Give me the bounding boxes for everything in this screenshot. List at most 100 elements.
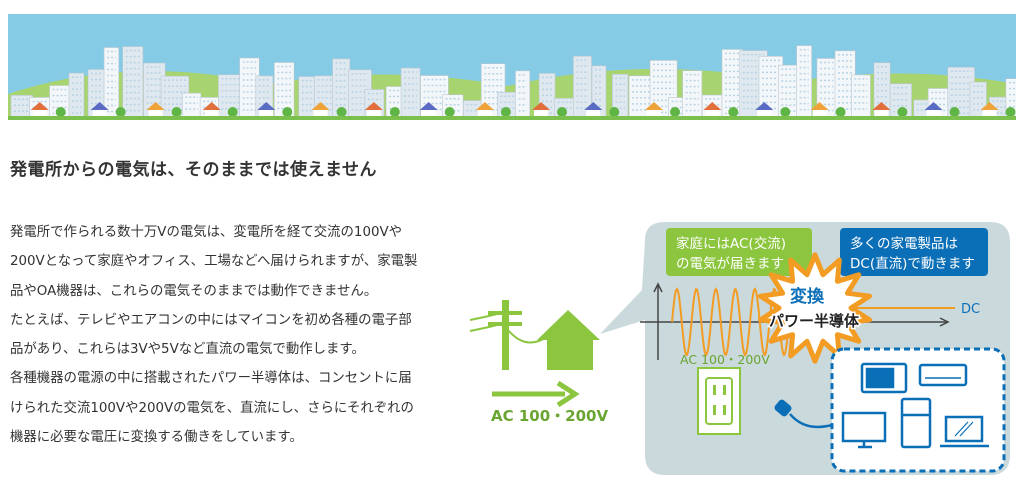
- tree: [336, 107, 347, 117]
- utility-pole-icon: [469, 300, 546, 370]
- supply-voltage-label: AC 100・200V: [491, 407, 608, 425]
- house-roof: [584, 102, 603, 110]
- air-conditioner-icon: [918, 363, 968, 387]
- house: [477, 110, 492, 118]
- dc-label: DC: [961, 302, 980, 317]
- house-roof: [311, 102, 330, 110]
- power-outlet-icon: [697, 367, 741, 435]
- refrigerator-icon: [900, 397, 932, 449]
- building: [273, 62, 295, 120]
- tree: [389, 107, 400, 117]
- house-roof: [475, 102, 494, 110]
- house-roof: [755, 102, 774, 110]
- tv-icon: [841, 411, 887, 449]
- house-roof: [146, 102, 165, 110]
- house-roof: [703, 102, 722, 110]
- house: [204, 110, 219, 118]
- tree: [897, 107, 908, 117]
- house: [421, 110, 436, 118]
- ac-info-box: [666, 228, 812, 276]
- house-roof: [980, 102, 999, 110]
- tree: [227, 107, 238, 117]
- paragraph-line: たとえば、テレビやエアコンの中にはマイコンを初め各種の電子部: [10, 312, 412, 328]
- building: [1005, 78, 1016, 120]
- microwave-icon: [860, 362, 908, 394]
- house-roof: [202, 102, 221, 110]
- tree: [282, 107, 293, 117]
- tree: [171, 107, 182, 117]
- tree: [609, 107, 620, 117]
- house: [982, 110, 997, 118]
- house: [705, 110, 720, 118]
- paragraph-line: 品があり、これらは3Vや5Vなど直流の電気で動作します。: [10, 342, 365, 358]
- tree: [557, 107, 568, 117]
- building: [851, 74, 871, 120]
- arrow-right-icon: [492, 380, 580, 408]
- house: [812, 110, 827, 118]
- house: [259, 110, 274, 118]
- tree: [444, 107, 455, 117]
- ac-info-text: の電気が届きます: [676, 256, 784, 272]
- house: [647, 110, 662, 118]
- house: [874, 110, 889, 118]
- body-paragraph: 発電所で作られる数十万Vの電気は、変電所を経て交流の100Vや 200Vとなって…: [10, 218, 460, 452]
- house: [366, 110, 381, 118]
- ac-waveform-label: AC 100・200V: [680, 352, 770, 367]
- house: [586, 110, 601, 118]
- house-roof: [90, 102, 109, 110]
- house-roof: [645, 102, 664, 110]
- paragraph-line: 各種機器の電源の中に搭載されたパワー半導体は、コンセントに届: [10, 371, 412, 387]
- tree: [115, 107, 126, 117]
- building: [68, 72, 85, 120]
- building: [682, 70, 703, 120]
- tree: [728, 107, 739, 117]
- appliance-icons: [841, 362, 989, 449]
- house: [32, 110, 47, 118]
- conversion-burst-icon: [757, 252, 873, 364]
- paragraph-line: けられた交流100Vや200Vの電気を、直流にし、さらにそれぞれの: [10, 400, 414, 416]
- city-skyline-banner: [8, 14, 1016, 120]
- building: [181, 92, 202, 120]
- building: [400, 67, 421, 120]
- dc-info-box: [840, 228, 988, 276]
- laptop-icon: [940, 415, 989, 448]
- tree: [780, 107, 791, 117]
- house-icon: [537, 310, 600, 370]
- tree: [949, 107, 960, 117]
- house-roof: [924, 102, 943, 110]
- house: [148, 110, 163, 118]
- tree: [835, 107, 846, 117]
- house-roof: [364, 102, 383, 110]
- dc-info-text: 多くの家電製品は: [850, 235, 958, 252]
- tree: [55, 107, 66, 117]
- page-heading: 発電所からの電気は、そのままでは使えません: [10, 160, 377, 180]
- house-roof: [30, 102, 49, 110]
- ac-info-text: 家庭にはAC(交流): [676, 235, 786, 252]
- paragraph-line: 発電所で作られる数十万Vの電気は、変電所を経て交流の100Vや: [10, 225, 403, 240]
- tree: [670, 107, 681, 117]
- house: [926, 110, 941, 118]
- dc-info-text: DC(直流)で動きます: [850, 256, 975, 272]
- house: [534, 110, 549, 118]
- tree: [1005, 107, 1016, 117]
- house: [757, 110, 772, 118]
- tree: [500, 107, 511, 117]
- house-roof: [532, 102, 551, 110]
- building: [122, 46, 144, 120]
- house: [313, 110, 328, 118]
- convert-label: 変換: [790, 286, 825, 307]
- house-roof: [419, 102, 438, 110]
- plug-icon: [774, 399, 833, 429]
- paragraph-line: 200Vとなって家庭やオフィス、工場などへ届けられますが、家電製: [10, 254, 418, 270]
- semiconductor-label: パワー半導体: [769, 312, 860, 330]
- paragraph-line: 機器に必要な電圧に変換する働きをしています。: [10, 430, 303, 446]
- building: [796, 45, 812, 120]
- house-roof: [872, 102, 891, 110]
- power-semiconductor-diagram: AC 100・200V 家庭にはAC(交流) の電気が届きます 多くの家電製品は…: [469, 222, 1010, 475]
- house-roof: [257, 102, 276, 110]
- building: [515, 70, 531, 120]
- paragraph-line: 品やOA機器は、これらの電気そのままでは動作できません。: [10, 283, 378, 299]
- ground: [8, 116, 1016, 120]
- house-roof: [810, 102, 829, 110]
- house: [92, 110, 107, 118]
